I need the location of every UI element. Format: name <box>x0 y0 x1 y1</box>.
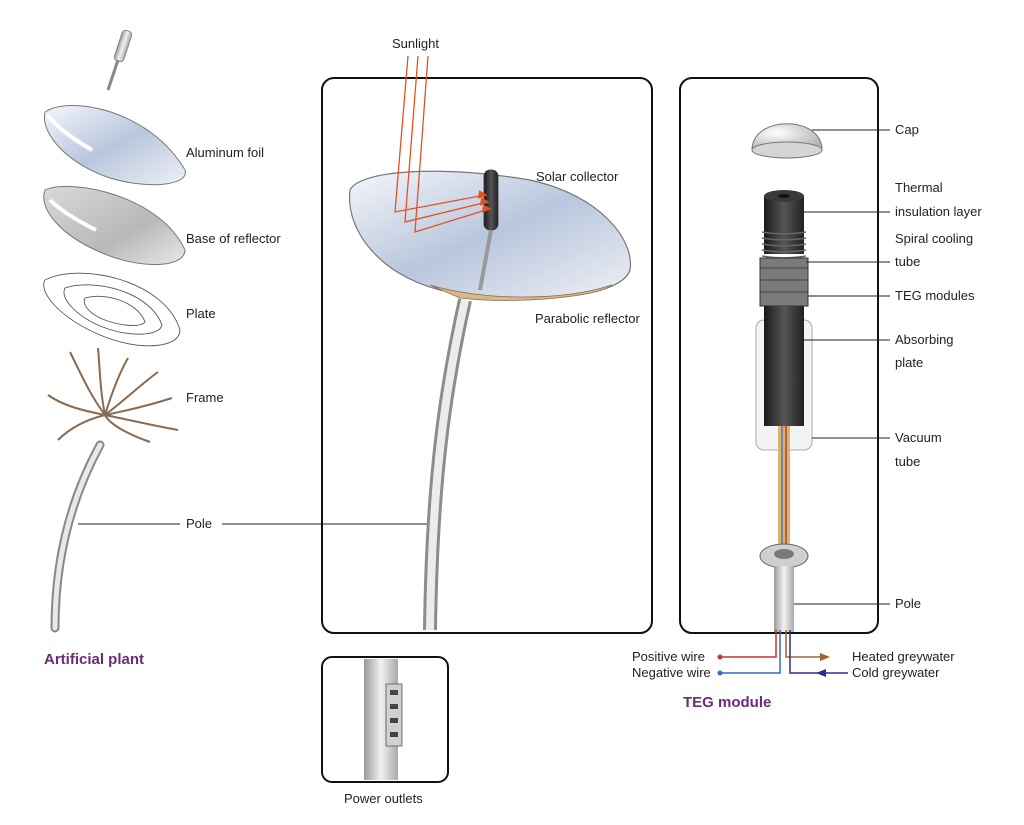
teg-modules-block <box>759 257 809 307</box>
label-negative-wire: Negative wire <box>632 665 711 680</box>
center-panel-frame <box>321 77 653 634</box>
label-absorbing-2: plate <box>895 355 924 370</box>
teg-vacuum-tube <box>755 306 813 546</box>
label-vacuum-2: tube <box>895 454 921 469</box>
label-solar-collector: Solar collector <box>536 169 619 184</box>
label-parabolic-reflector: Parabolic reflector <box>535 311 640 326</box>
label-positive-wire: Positive wire <box>632 649 705 664</box>
exploded-plate <box>43 272 181 347</box>
label-frame: Frame <box>186 390 224 405</box>
teg-thermal-insulation <box>764 190 804 254</box>
label-pole-right: Pole <box>895 596 922 611</box>
label-absorbing-1: Absorbing <box>895 332 954 347</box>
label-spiral-2: tube <box>895 254 921 269</box>
label-plate: Plate <box>186 306 216 321</box>
exploded-collector-rod <box>106 29 133 91</box>
label-thermal-2: insulation layer <box>895 204 982 219</box>
power-outlet-pole <box>364 659 403 780</box>
solar-collector-rod <box>478 169 499 291</box>
label-cap: Cap <box>895 122 919 137</box>
label-heated-greywater: Heated greywater <box>852 649 955 664</box>
center-pole <box>423 298 472 631</box>
label-thermal-1: Thermal <box>895 180 943 195</box>
label-power-outlets: Power outlets <box>344 791 423 806</box>
power-outlets-frame <box>321 656 449 783</box>
exploded-pole <box>50 440 105 633</box>
teg-pole-flange <box>759 543 809 632</box>
title-teg-module: TEG module <box>683 694 772 711</box>
teg-panel-frame <box>679 77 879 634</box>
label-spiral-1: Spiral cooling <box>895 231 974 246</box>
label-sunlight: Sunlight <box>392 36 439 51</box>
label-aluminum-foil: Aluminum foil <box>186 145 265 160</box>
label-cold-greywater: Cold greywater <box>852 665 940 680</box>
exploded-aluminum-foil <box>43 105 186 186</box>
label-base-of-reflector: Base of reflector <box>186 231 281 246</box>
sunlight-rays <box>394 55 492 233</box>
teg-leaders <box>794 129 890 605</box>
label-teg-modules: TEG modules <box>895 288 975 303</box>
label-vacuum-1: Vacuum <box>895 430 942 445</box>
wire-and-pipe-lines <box>717 630 848 677</box>
title-artificial-plant: Artificial plant <box>44 651 145 668</box>
exploded-frame <box>47 347 179 443</box>
teg-cap <box>751 123 823 159</box>
exploded-base-of-reflector <box>43 185 186 266</box>
label-pole-left: Pole <box>186 516 213 531</box>
